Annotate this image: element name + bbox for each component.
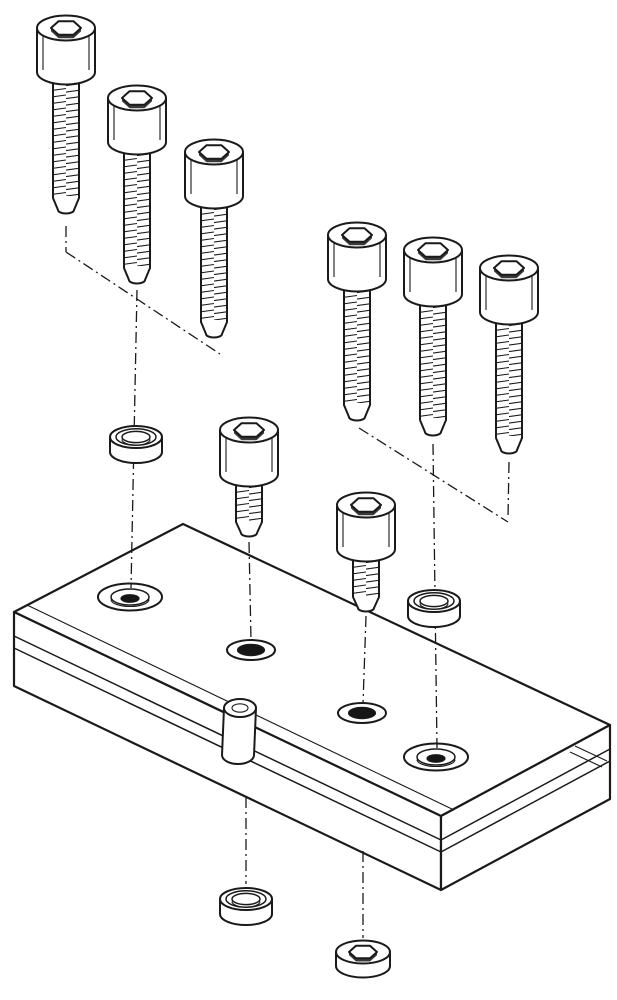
long-screw-2 — [107, 84, 167, 285]
long-screw-4 — [327, 221, 387, 422]
long-screw-5 — [403, 236, 463, 437]
centerline-short-screw-2 — [362, 615, 367, 705]
tab-side — [221, 707, 257, 765]
long-screw-6 — [479, 254, 539, 455]
spacer-ring-bottom — [219, 887, 273, 926]
tab-bore — [231, 703, 249, 713]
plate-hole-through-mid-right — [337, 702, 387, 724]
plate-front-tab — [221, 698, 257, 765]
centerline-short-screw-1 — [248, 541, 252, 641]
long-screw-1 — [36, 14, 96, 215]
short-screw-2 — [336, 491, 396, 613]
plate-right-groove-lower — [440, 760, 611, 853]
plate-hole-counterbore-left — [97, 582, 163, 612]
bottom-screw — [335, 939, 391, 979]
tab-top — [223, 698, 257, 718]
plate-hole-through-mid-left — [226, 639, 276, 661]
spacer-ring-left — [109, 425, 163, 464]
plate-right-face — [439, 723, 612, 892]
long-screw-3 — [184, 138, 244, 339]
plate-hole-counterbore-right — [403, 742, 469, 772]
spacer-ring-right — [407, 589, 461, 628]
short-screw-1 — [219, 416, 279, 538]
plate-right-groove-upper — [440, 748, 611, 841]
centerline-screw-f — [507, 461, 510, 519]
adapter-plate — [12, 522, 612, 892]
group-line-left — [65, 251, 221, 355]
plate-right-notch — [569, 745, 608, 768]
